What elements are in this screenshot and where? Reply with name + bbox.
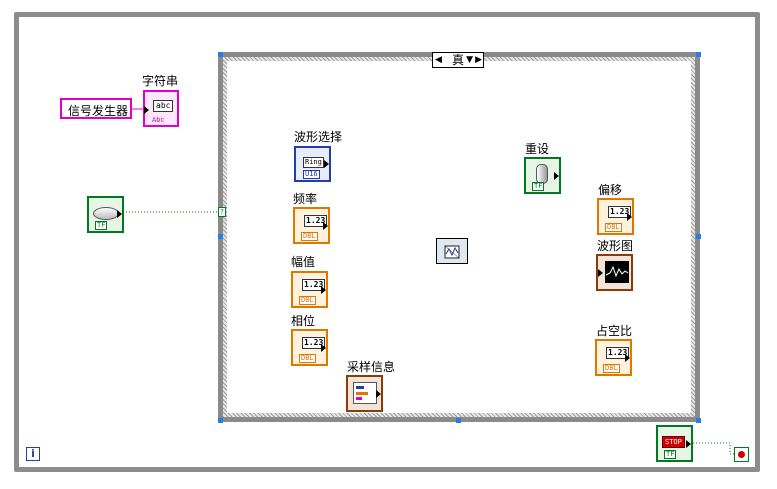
string-indicator[interactable]: abc Abc bbox=[143, 90, 179, 127]
label-sample-info: 采样信息 bbox=[347, 360, 396, 374]
dbl-tag: DBL bbox=[299, 296, 316, 305]
iteration-terminal: i bbox=[26, 447, 40, 461]
amplitude-control[interactable]: 1.23 DBL bbox=[291, 271, 328, 308]
dbl-tag: DBL bbox=[603, 364, 620, 373]
label-phase: 相位 bbox=[291, 314, 316, 328]
label-waveform-select: 波形选择 bbox=[294, 130, 343, 144]
tf-tag: TF bbox=[95, 221, 108, 230]
graph-icon bbox=[605, 261, 629, 283]
string-indicator-sub: Abc bbox=[152, 116, 165, 124]
toggle-switch-icon bbox=[536, 164, 548, 184]
case-tunnel: ? bbox=[218, 207, 226, 217]
case-selector-value: 真 bbox=[451, 53, 464, 67]
case-selector[interactable]: ◀ 真 ▼ ▶ bbox=[432, 52, 484, 68]
num-text: 1.23 bbox=[606, 347, 630, 359]
dbl-tag: DBL bbox=[301, 232, 318, 241]
ring-text: Ring bbox=[303, 157, 324, 168]
stop-text: STOP bbox=[662, 436, 685, 448]
led-icon bbox=[93, 207, 119, 220]
tunnel-glyph: ? bbox=[220, 208, 224, 216]
sample-info-control[interactable] bbox=[346, 375, 383, 412]
offset-control[interactable]: 1.23 DBL bbox=[597, 198, 634, 235]
string-indicator-label: 字符串 bbox=[142, 74, 179, 88]
cluster-icon bbox=[353, 382, 377, 404]
label-reset: 重设 bbox=[525, 142, 550, 156]
num-text: 1.23 bbox=[302, 337, 326, 349]
dbl-tag: DBL bbox=[299, 354, 316, 363]
string-constant[interactable]: 信号发生器 bbox=[60, 98, 132, 119]
selector-right-arrow[interactable]: ▶ bbox=[475, 55, 482, 65]
boolean-control-left[interactable]: TF bbox=[87, 196, 124, 233]
tf-tag: TF bbox=[532, 182, 545, 191]
ring-sub: U16 bbox=[303, 170, 320, 179]
iteration-glyph: i bbox=[31, 447, 35, 460]
selector-left-arrow[interactable]: ◀ bbox=[435, 55, 442, 65]
wire-stop bbox=[693, 442, 736, 455]
selector-dropdown-icon[interactable]: ▼ bbox=[466, 55, 473, 65]
num-text: 1.23 bbox=[304, 215, 328, 227]
frequency-control[interactable]: 1.23 DBL bbox=[293, 207, 330, 244]
label-offset: 偏移 bbox=[598, 183, 623, 197]
reset-control[interactable]: TF bbox=[524, 157, 561, 194]
while-loop-frame bbox=[14, 12, 760, 472]
waveform-graph-indicator[interactable] bbox=[596, 254, 633, 291]
tf-tag: TF bbox=[664, 450, 677, 459]
stop-sign-icon bbox=[738, 451, 745, 458]
label-waveform-graph: 波形图 bbox=[597, 239, 634, 253]
dbl-tag: DBL bbox=[605, 223, 622, 232]
num-text: 1.23 bbox=[302, 279, 326, 291]
num-text: 1.23 bbox=[608, 206, 632, 218]
phase-control[interactable]: 1.23 DBL bbox=[291, 329, 328, 366]
label-frequency: 频率 bbox=[293, 192, 318, 206]
signal-generator-vi[interactable] bbox=[436, 238, 468, 264]
waveform-vi-icon bbox=[444, 245, 460, 259]
duty-cycle-control[interactable]: 1.23 DBL bbox=[595, 339, 632, 376]
stop-button-control[interactable]: STOP TF bbox=[656, 425, 693, 462]
waveform-select-control[interactable]: Ring U16 bbox=[294, 146, 331, 182]
label-amplitude: 幅值 bbox=[291, 255, 316, 269]
string-constant-text: 信号发生器 bbox=[68, 104, 129, 118]
label-duty-cycle: 占空比 bbox=[596, 324, 633, 338]
loop-condition-terminal[interactable] bbox=[734, 447, 749, 462]
string-indicator-icon: abc bbox=[153, 100, 174, 112]
